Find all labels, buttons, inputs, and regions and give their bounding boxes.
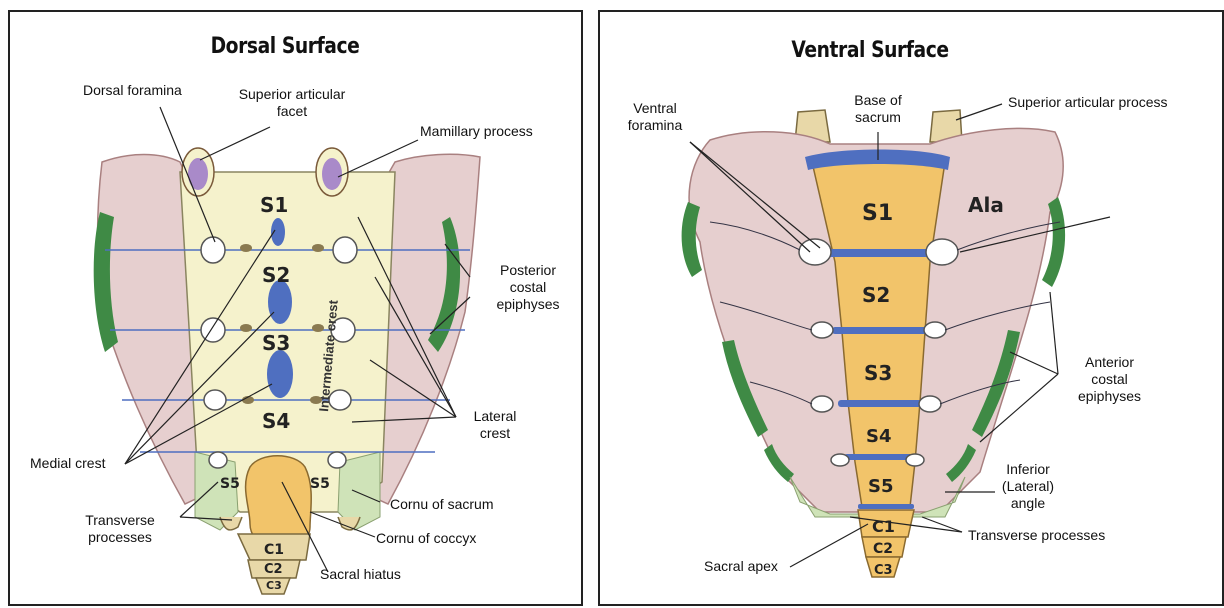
label-inferior-lateral-angle: Inferior (Lateral) angle [988,461,1068,512]
label-transverse-processes-ventral: Transverse processes [968,527,1105,544]
segment-S3: S3 [262,331,290,355]
ventral-segment-S2: S2 [862,283,890,307]
segment-S5-right: S5 [310,476,330,492]
dorsal-panel: S1 S2 S3 S4 S5 S5 C1 C2 C3 Intermediate … [8,10,583,606]
ventral-segment-S4: S4 [866,426,892,447]
label-ventral-foramina: Ventral foramina [615,100,695,134]
segment-S4: S4 [262,409,290,433]
ventral-title: Ventral Surface [789,38,951,63]
label-sacral-apex: Sacral apex [704,558,778,575]
segment-S1: S1 [260,193,288,217]
segment-C2: C2 [264,562,283,577]
ala-label: Ala [968,193,1004,217]
label-mamillary-process: Mamillary process [420,123,533,140]
ventral-panel: S1 S2 S3 S4 S5 C1 C2 C3 Ala Ventral Surf… [598,10,1224,606]
label-posterior-costal-epiphyses: Posterior costal epiphyses [488,262,568,313]
label-cornu-of-coccyx: Cornu of coccyx [376,530,476,547]
label-cornu-of-sacrum: Cornu of sacrum [390,496,493,513]
ventral-segment-S3: S3 [864,361,892,385]
label-superior-articular-facet: Superior articular facet [232,86,352,120]
ventral-segment-S5: S5 [868,476,894,497]
segment-S5-left: S5 [220,476,240,492]
label-medial-crest: Medial crest [30,455,105,472]
segment-C3: C3 [266,579,282,592]
ventral-segment-C3: C3 [874,563,893,578]
label-transverse-processes: Transverse processes [65,512,175,546]
label-sacral-hiatus: Sacral hiatus [320,566,401,583]
label-dorsal-foramina: Dorsal foramina [83,82,182,99]
dorsal-title: Dorsal Surface [204,34,366,59]
label-lateral-crest: Lateral crest [465,408,525,442]
label-superior-articular-process: Superior articular process [1008,94,1168,111]
label-base-of-sacrum: Base of sacrum [838,92,918,126]
segment-S2: S2 [262,263,290,287]
segment-C1: C1 [264,542,284,558]
ventral-segment-S1: S1 [862,201,893,226]
label-anterior-costal-epiphyses: Anterior costal epiphyses [1062,354,1157,405]
ventral-segment-C2: C2 [873,541,893,557]
